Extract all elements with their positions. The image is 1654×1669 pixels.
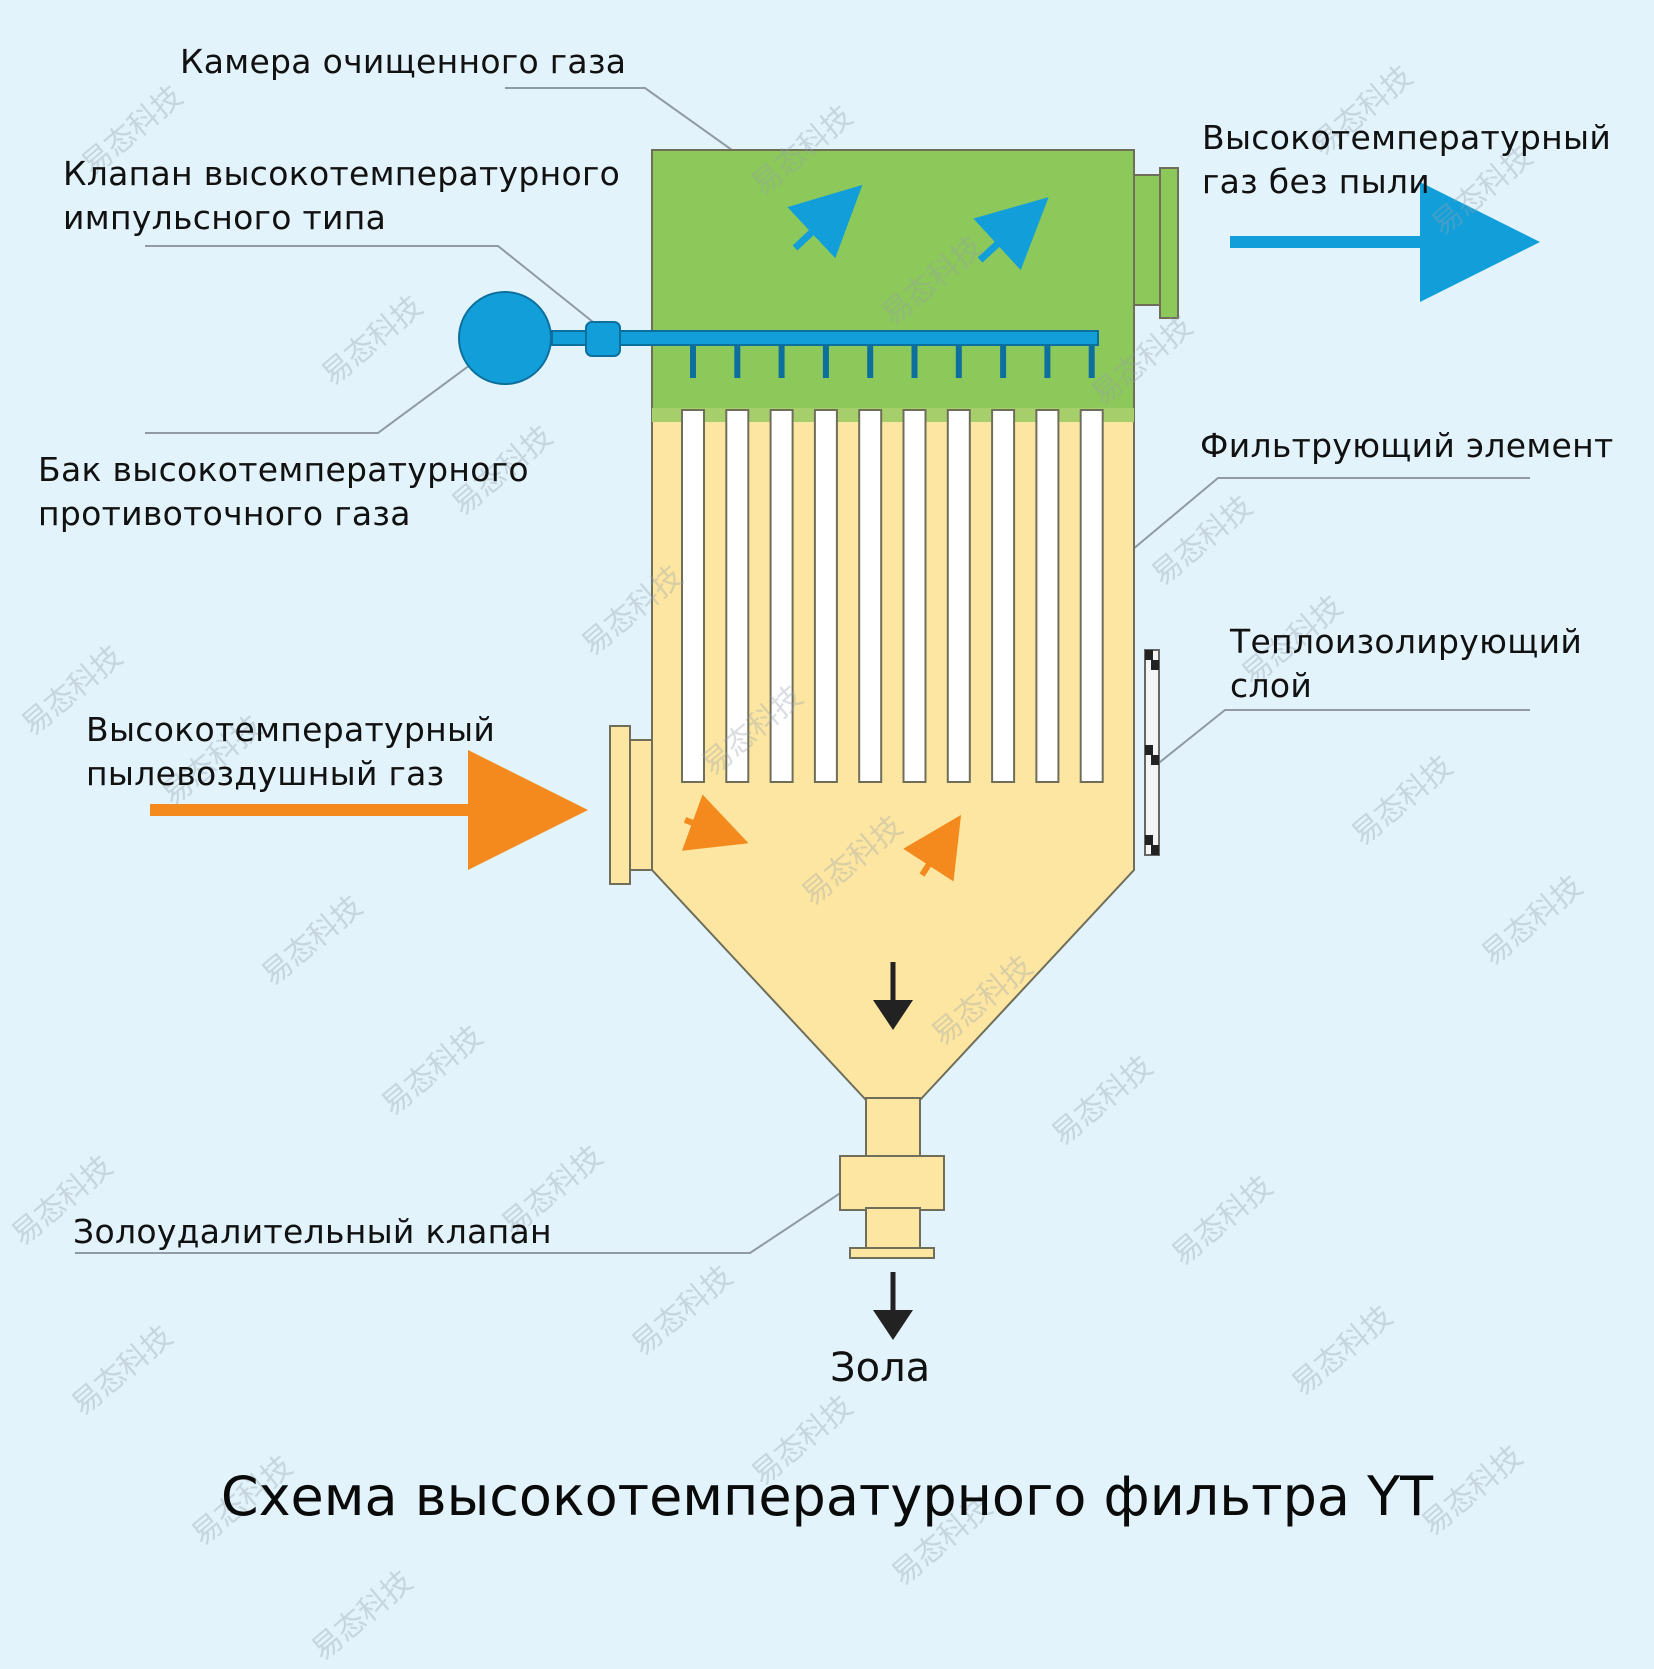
filter-tube — [902, 409, 927, 783]
leader-tank — [145, 364, 471, 434]
blow-pipe — [551, 330, 1099, 346]
inlet-flange — [609, 725, 631, 885]
label-gas-tank: Бак высокотемпературного противоточного … — [38, 450, 529, 533]
label-clean-gas-chamber: Камера очищенного газа — [180, 42, 627, 81]
blow-nozzle — [1088, 344, 1095, 378]
leader-insulation — [1149, 709, 1530, 771]
label-ash-valve: Золоудалительный клапан — [73, 1212, 552, 1251]
ash-pipe-lower — [865, 1207, 921, 1251]
blow-nozzle — [734, 344, 741, 378]
blow-nozzle — [1000, 344, 1007, 378]
orange-flow-arrow-icon — [903, 814, 962, 882]
filter-tube — [946, 409, 971, 783]
filter-diagram — [75, 87, 1540, 1340]
blow-nozzle — [911, 344, 918, 378]
filter-tube — [681, 409, 705, 783]
filter-elements — [681, 344, 1104, 783]
outlet-flange — [1159, 167, 1179, 319]
filter-tube — [1079, 409, 1104, 783]
ash-valve-body — [839, 1155, 945, 1211]
down-arrow-icon — [873, 962, 913, 1030]
blow-nozzle — [690, 344, 696, 378]
blow-nozzle — [1044, 344, 1051, 378]
label-insulation: Теплоизолирующий слой — [1230, 622, 1583, 705]
filter-tube — [725, 409, 750, 783]
blow-nozzle — [955, 344, 962, 378]
inlet-nozzle — [627, 739, 653, 871]
blow-nozzle — [867, 344, 874, 378]
ash-outlet-flange — [849, 1247, 935, 1259]
blue-flow-arrow-icon — [787, 184, 863, 259]
leader-ash-valve — [75, 1179, 861, 1254]
label-ash: Зола — [830, 1345, 931, 1391]
leader-filter-element — [1119, 477, 1530, 561]
filter-tube — [769, 409, 794, 783]
flow-arrows — [150, 182, 1540, 1340]
blow-nozzle — [822, 344, 829, 378]
filter-tube — [858, 409, 883, 783]
outlet-nozzle — [1133, 174, 1161, 306]
blow-nozzle — [778, 344, 785, 378]
pulse-valve — [585, 321, 621, 357]
pulse-system — [458, 291, 1099, 385]
blue-flow-arrow-icon — [973, 197, 1049, 271]
leader-pulse-valve — [145, 245, 599, 327]
label-inlet-gas: Высокотемпературный пылевоздушный газ — [86, 710, 496, 793]
filter-tube — [991, 409, 1016, 783]
tube-sheet — [652, 408, 1134, 422]
clean-gas-chamber — [651, 149, 1135, 413]
down-arrow-icon — [873, 1272, 913, 1340]
ash-pipe-upper — [865, 1097, 921, 1159]
label-outlet-gas: Высокотемпературный газ без пыли — [1202, 118, 1612, 201]
filter-tube — [813, 409, 838, 783]
diagram-title: Схема высокотемпературного фильтра YT — [220, 1465, 1434, 1528]
leader-clean-gas-chamber — [505, 87, 761, 171]
leader-lines — [75, 87, 1530, 1254]
orange-flow-arrow-icon — [681, 794, 749, 851]
gas-tank — [458, 291, 552, 385]
filter-tube — [1035, 409, 1060, 783]
label-filter-element: Фильтрующий элемент — [1200, 426, 1614, 465]
label-pulse-valve: Клапан высокотемпературного импульсного … — [63, 154, 621, 237]
